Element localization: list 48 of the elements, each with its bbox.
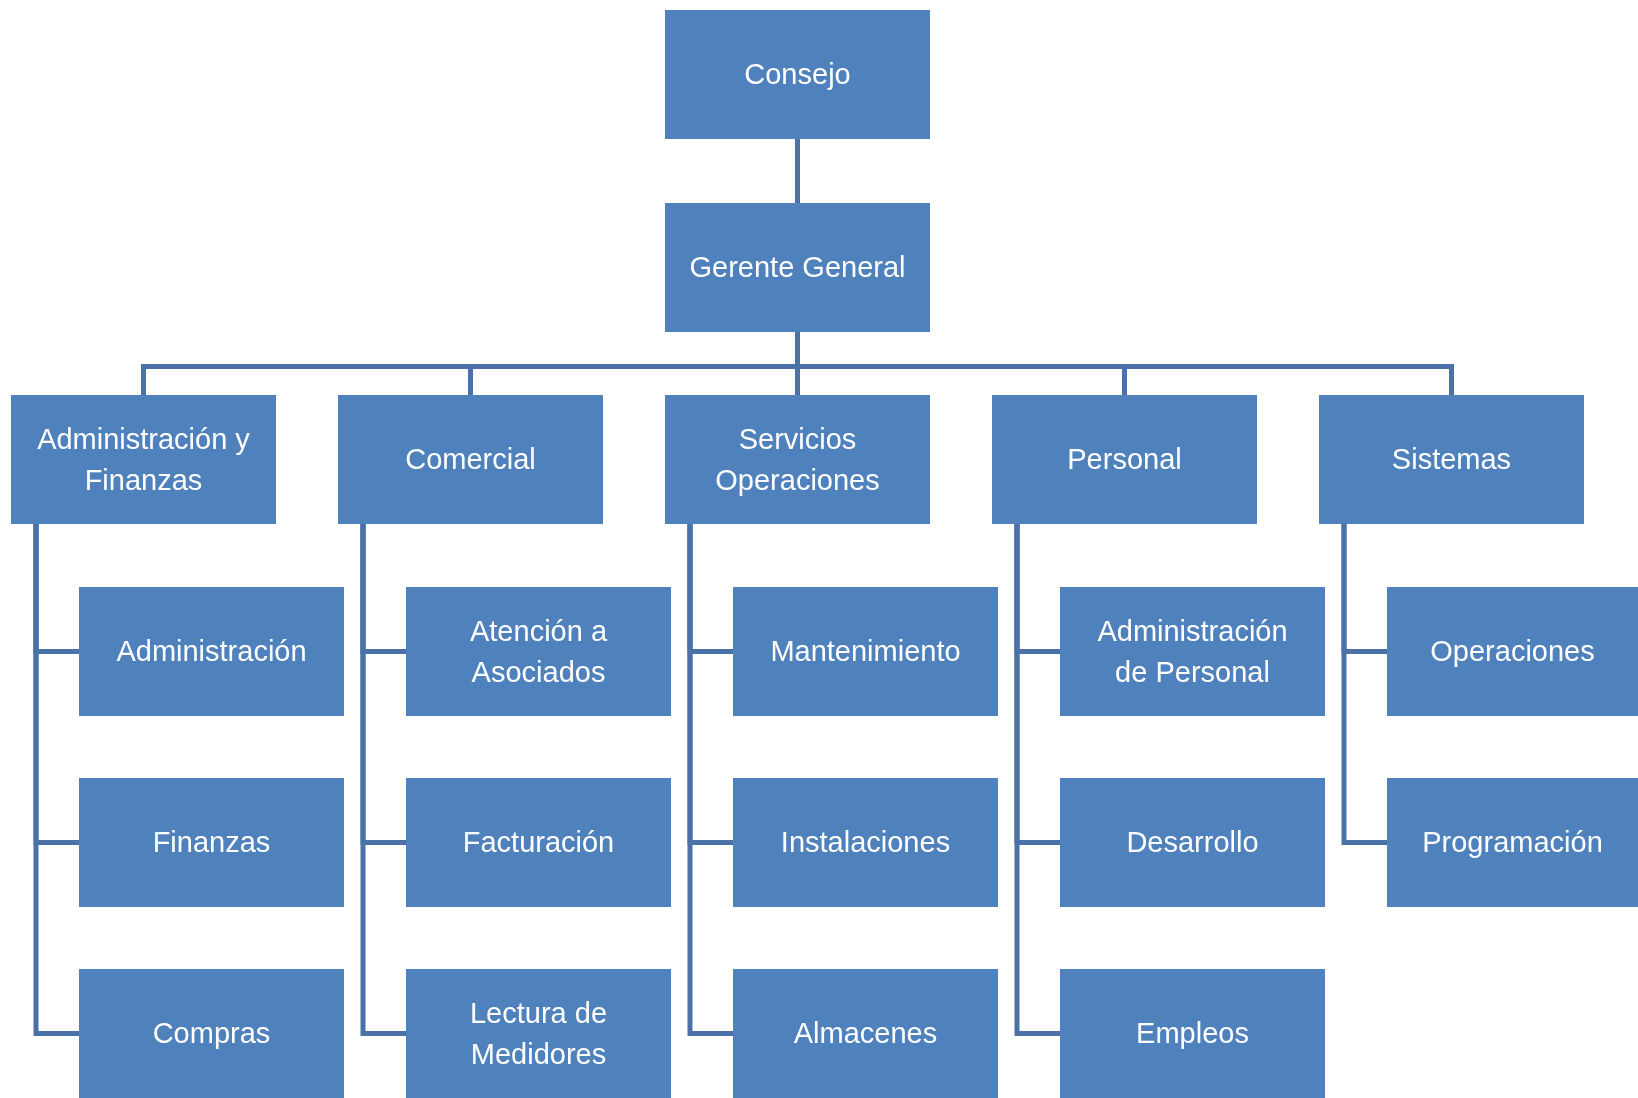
- org-box: [665, 395, 930, 524]
- box-label: Gerente General: [688, 250, 907, 286]
- box-label: Finanzas: [151, 825, 272, 861]
- org-box: [406, 587, 671, 716]
- org-box: [1060, 969, 1325, 1098]
- box-label: Sistemas: [1390, 442, 1513, 478]
- org-box: [79, 778, 344, 907]
- connector-line: [33, 524, 79, 1036]
- org-box: [733, 969, 998, 1098]
- org-box: [665, 10, 930, 139]
- box-label: Administración y Finanzas: [36, 421, 251, 498]
- org-box: [665, 203, 930, 332]
- box-label: Instalaciones: [779, 825, 952, 861]
- box-label: Comercial: [404, 442, 537, 478]
- connector-line: [687, 524, 733, 1036]
- connector-line: [795, 139, 800, 203]
- box-label: Administración de Personal: [1096, 613, 1289, 690]
- box-label: Operaciones: [1429, 634, 1596, 670]
- org-box: [733, 778, 998, 907]
- org-box: [406, 969, 671, 1098]
- box-label: Almacenes: [792, 1016, 939, 1052]
- connector-line: [1341, 524, 1387, 845]
- box-label: Personal: [1066, 442, 1183, 478]
- box-label: Facturación: [461, 825, 616, 861]
- org-box: [79, 587, 344, 716]
- org-box: [1387, 587, 1638, 716]
- org-box: [79, 969, 344, 1098]
- box-label: Atención a Asociados: [468, 613, 608, 690]
- org-box: [733, 587, 998, 716]
- box-label: Consejo: [743, 57, 852, 93]
- box-label: Mantenimiento: [769, 634, 962, 670]
- box-label: Compras: [151, 1016, 272, 1052]
- box-label: Empleos: [1135, 1016, 1250, 1052]
- connector-line: [1014, 524, 1060, 1036]
- box-label: Programación: [1421, 825, 1604, 861]
- org-box: [1387, 778, 1638, 907]
- box-label: Servicios Operaciones: [714, 421, 881, 498]
- org-box: [1060, 587, 1325, 716]
- connector-line: [360, 524, 406, 1036]
- box-label: Administración: [115, 634, 308, 670]
- org-box: [1060, 778, 1325, 907]
- org-box: [1319, 395, 1584, 524]
- org-box: [406, 778, 671, 907]
- org-box: [992, 395, 1257, 524]
- org-box: [11, 395, 276, 524]
- org-box: [338, 395, 603, 524]
- box-label: Lectura de Medidores: [468, 995, 608, 1072]
- box-label: Desarrollo: [1125, 825, 1260, 861]
